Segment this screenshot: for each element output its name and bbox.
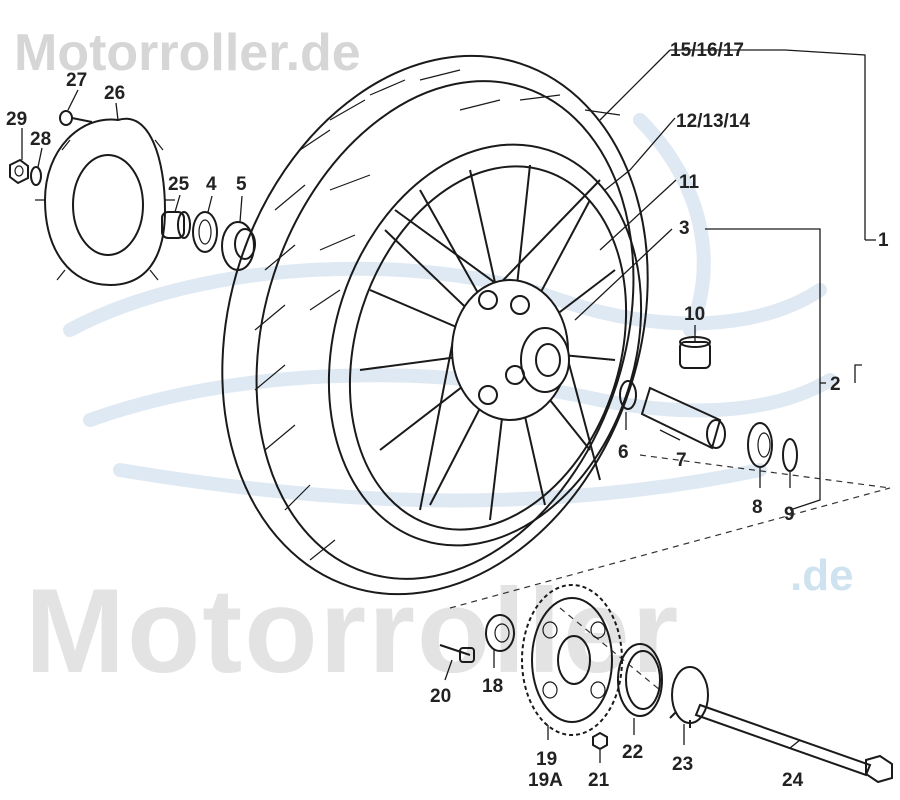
watermark-bottom: Motorroller: [25, 564, 680, 698]
label-1: 1: [878, 230, 889, 251]
label-4: 4: [206, 174, 217, 195]
label-15-16-17: 15/16/17: [670, 40, 744, 61]
label-18: 18: [482, 676, 503, 697]
leader-lines: [21, 49, 876, 763]
dashed-assembly-lines: [449, 454, 891, 691]
nut-29: [9, 158, 29, 185]
label-27: 27: [66, 70, 87, 91]
label-23: 23: [672, 754, 693, 775]
label-8: 8: [752, 497, 763, 518]
wheel-hub: [451, 279, 570, 421]
bearing-5: [221, 221, 256, 271]
spacer-ring-22: [617, 643, 663, 717]
spacer-25: [161, 211, 191, 239]
label-26: 26: [104, 83, 125, 104]
brake-disc: [35, 117, 175, 287]
spacer-6: [619, 380, 637, 410]
label-2: 2: [830, 374, 841, 395]
label-29: 29: [6, 109, 27, 130]
axle-24: [694, 703, 893, 784]
part-labels: 29 28 27 26 25 4 5 15/16/17 12/13/14 11 …: [6, 40, 889, 791]
label-11: 11: [679, 172, 700, 193]
label-7: 7: [676, 450, 687, 471]
label-10: 10: [684, 304, 705, 325]
label-5: 5: [236, 174, 247, 195]
washer-28: [30, 166, 42, 186]
label-25: 25: [168, 174, 190, 195]
bearing-8: [747, 422, 773, 468]
nut-21: [592, 731, 608, 751]
disc-bolt-27: [59, 110, 93, 126]
label-3: 3: [679, 218, 690, 239]
label-19a: 19A: [528, 770, 563, 791]
label-12-13-14: 12/13/14: [676, 111, 750, 132]
seal-4: [192, 211, 218, 253]
label-6: 6: [618, 442, 629, 463]
watermark-suffix: .de: [790, 551, 854, 600]
rear-sprocket-19: [521, 584, 623, 736]
label-19: 19: [536, 749, 557, 770]
rear-wheel: [221, 54, 649, 596]
axle-sleeve-7: [640, 386, 726, 450]
label-22: 22: [622, 742, 643, 763]
circlip-9: [782, 438, 798, 472]
tire-tread: [254, 69, 621, 561]
watermark-top: Motorroller.de: [14, 24, 361, 82]
label-24: 24: [782, 770, 804, 791]
label-21: 21: [588, 770, 610, 791]
washer-18: [485, 614, 515, 652]
bolt-20: [439, 644, 475, 663]
label-9: 9: [784, 504, 795, 525]
lock-ring-23: [669, 666, 709, 728]
label-28: 28: [30, 129, 51, 150]
label-20: 20: [430, 686, 451, 707]
